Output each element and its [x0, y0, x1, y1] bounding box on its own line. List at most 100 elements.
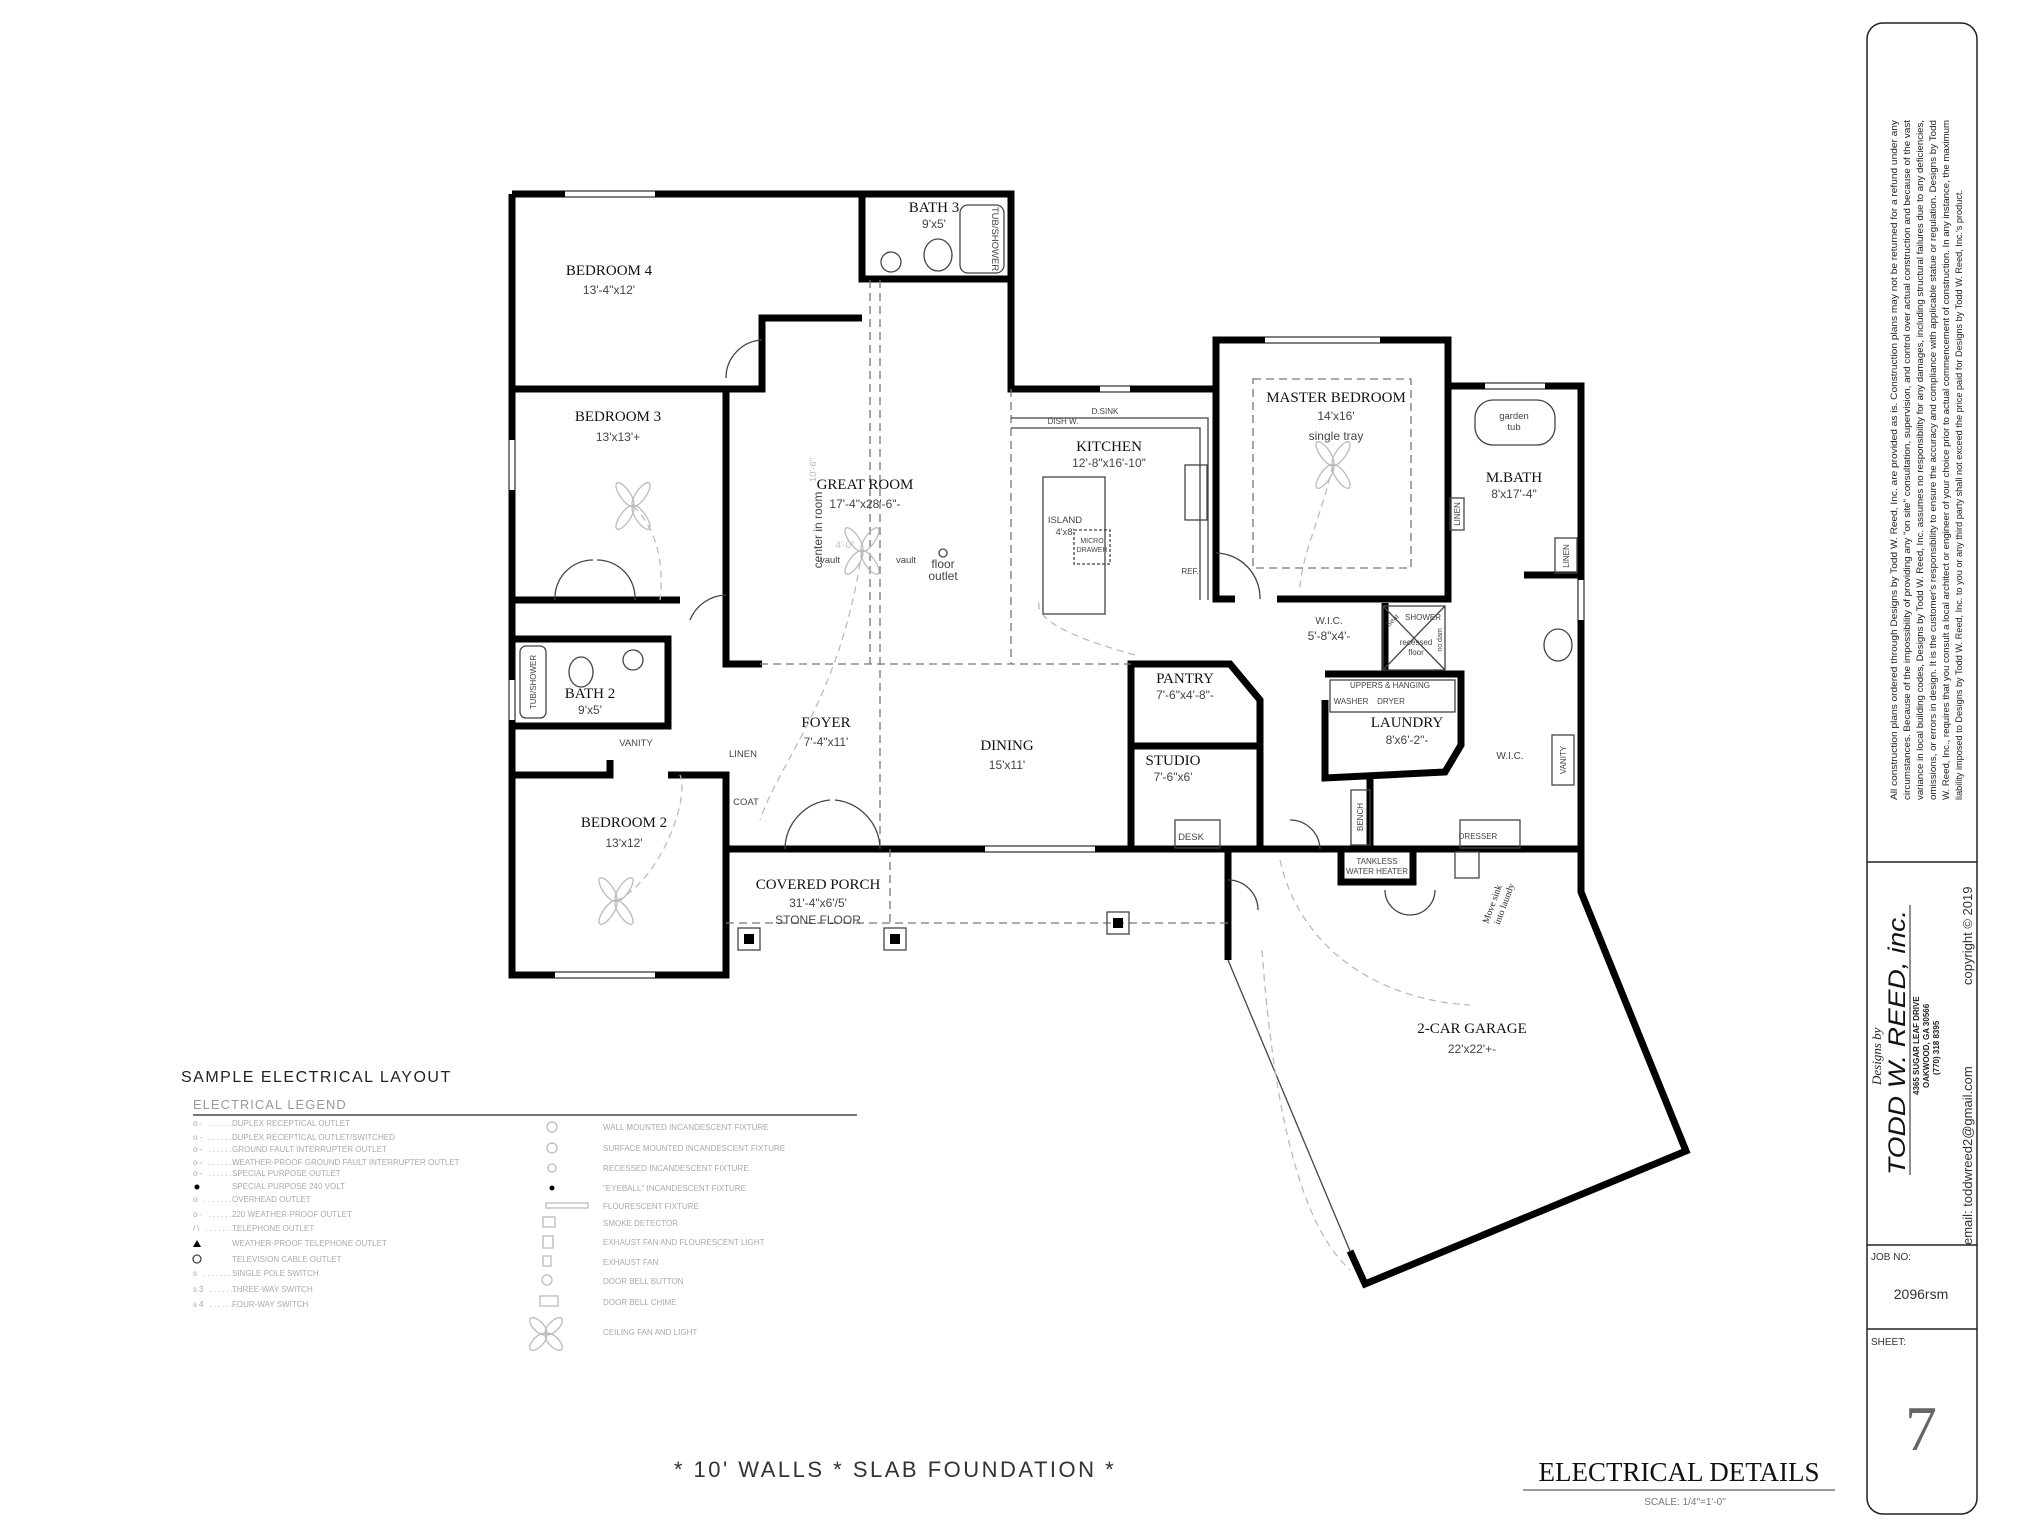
- room-dims: 12'-8"x16'-10": [1072, 456, 1146, 470]
- legend-item: SPECIAL PURPOSE 240 VOLT: [232, 1182, 345, 1191]
- room-name: W.I.C.: [1496, 751, 1523, 762]
- foundation-note: * 10' WALLS * SLAB FOUNDATION *: [674, 1457, 1116, 1482]
- job-no-label: JOB NO:: [1871, 1252, 1911, 1263]
- dsink-label: D.SINK: [1092, 407, 1119, 416]
- email: email: toddwreed2@gmail.com: [1960, 1066, 1975, 1245]
- vanity-label: VANITY: [619, 738, 653, 749]
- dryer-label: DRYER: [1377, 697, 1405, 706]
- room-dims: 13'-4"x12': [583, 283, 635, 297]
- ref-label: REF.: [1181, 567, 1198, 576]
- room-name: LAUNDRY: [1371, 715, 1444, 731]
- svg-text:o- ........: o- ........: [193, 1169, 242, 1178]
- legend-item: SPECIAL PURPOSE OUTLET: [232, 1169, 341, 1178]
- shower-note: recessed: [1400, 638, 1432, 647]
- tub-label: garden: [1499, 411, 1529, 422]
- floor-outlet-label: outlet: [928, 569, 958, 583]
- linen-label: LINEN: [729, 749, 757, 760]
- room-name: MASTER BEDROOM: [1266, 390, 1406, 406]
- shower-label: SHOWER: [1405, 613, 1441, 622]
- legend-item: SMOKE DETECTOR: [603, 1219, 678, 1228]
- room-dims: 5'-8"x4'-: [1308, 629, 1351, 643]
- legend-item: EXHAUST FAN: [603, 1258, 659, 1267]
- room-dims: 7'-4"x11': [804, 735, 849, 749]
- shower-note: no dam: [1437, 628, 1444, 652]
- fixture-label: TUB/SHOWER: [529, 655, 538, 709]
- interior-walls: [512, 194, 1581, 886]
- room-labels: BEDROOM 4 13'-4"x12' BATH 3 9'x5' TUB/SH…: [529, 200, 1571, 1056]
- bench-label: BENCH: [1356, 803, 1365, 831]
- scale-label: SCALE: 1/4"=1'-0": [1644, 1497, 1726, 1508]
- sheet-number: 7: [1905, 1393, 1937, 1464]
- room-dims: 14'x16': [1317, 409, 1354, 423]
- svg-text:o- ........: o- ........: [193, 1133, 242, 1142]
- micro-label: MICRO: [1080, 538, 1104, 545]
- svg-text:o ........: o ........: [193, 1195, 237, 1204]
- dimension-label: 10'-6": [808, 458, 819, 482]
- phone: (770) 318 8395: [1932, 1020, 1941, 1075]
- dresser-label: DRESSER: [1459, 832, 1498, 841]
- garden-tub: [1474, 399, 1556, 446]
- sheet-title: ELECTRICAL DETAILS: [1538, 1457, 1819, 1487]
- svg-text:o- ........: o- ........: [193, 1119, 242, 1128]
- tankless-label: WATER HEATER: [1346, 867, 1408, 876]
- legend-item: SURFACE MOUNTED INCANDESCENT FIXTURE: [603, 1144, 785, 1153]
- room-name: DINING: [980, 738, 1033, 754]
- tub-label: tub: [1507, 422, 1520, 433]
- windows: [509, 191, 1641, 1268]
- room-note: single tray: [1309, 429, 1364, 443]
- legend-item: GROUND FAULT INTERRUPTER OUTLET: [232, 1145, 387, 1154]
- legend-item: DOOR BELL CHIME: [603, 1298, 677, 1307]
- svg-text:s4 ........: s4 ........: [193, 1300, 243, 1309]
- room-name: FOYER: [801, 715, 850, 731]
- legend-item: WEATHER-PROOF TELEPHONE OUTLET: [232, 1239, 387, 1248]
- room-note: STONE FLOOR: [775, 913, 861, 927]
- room-name: 2-CAR GARAGE: [1417, 1021, 1527, 1037]
- room-note: center in room: [811, 492, 825, 569]
- svg-text:o- ........: o- ........: [193, 1210, 242, 1219]
- room-name: GREAT ROOM: [817, 477, 914, 493]
- room-dims: 8'x17'-4": [1491, 487, 1537, 501]
- room-name: BATH 3: [909, 200, 959, 216]
- title-block: All construction plans ordered through D…: [1866, 22, 1978, 1515]
- legend-item: DOOR BELL BUTTON: [603, 1277, 684, 1286]
- coat-label: COAT: [733, 797, 759, 808]
- legend-item: "EYEBALL" INCANDESCENT FIXTURE: [603, 1184, 746, 1193]
- bath3-tub: [959, 204, 1005, 274]
- legend-item: 220 WEATHER-PROOF OUTLET: [232, 1210, 352, 1219]
- room-dims: 17'-4"x28'-6"-: [829, 497, 900, 511]
- bath2-tub: [519, 645, 547, 719]
- address-line: OAKWOOD, GA 30566: [1922, 1003, 1931, 1088]
- room-name: PANTRY: [1156, 671, 1214, 687]
- room-name: KITCHEN: [1076, 439, 1142, 455]
- company-logo: TODD W. REED, inc.: [1884, 910, 1911, 1175]
- legend-item: THREE-WAY SWITCH: [232, 1285, 313, 1294]
- kitchen-island: [1042, 476, 1106, 615]
- ceiling-fan-icon: [529, 1317, 563, 1351]
- job-no: 2096rsm: [1894, 1286, 1948, 1302]
- legend-item: TELEPHONE OUTLET: [232, 1224, 314, 1233]
- room-dims: 22'x22'+-: [1448, 1042, 1496, 1056]
- legend-item: WALL MOUNTED INCANDESCENT FIXTURE: [603, 1123, 769, 1132]
- disclaimer-line: All construction plans ordered through D…: [1889, 119, 1899, 800]
- legend-item: EXHAUST FAN AND FLOURESCENT LIGHT: [603, 1238, 765, 1247]
- legend-title: SAMPLE ELECTRICAL LAYOUT: [181, 1069, 452, 1086]
- room-dims: 7'-6"x4'-8"-: [1156, 688, 1214, 702]
- designs-by-label: Designs by: [1869, 1027, 1884, 1086]
- legend-item: FLOURESCENT FIXTURE: [603, 1202, 699, 1211]
- svg-text:s ........: s ........: [193, 1269, 237, 1278]
- floor-outlet-icon: [938, 548, 948, 558]
- vault-label: vault: [820, 555, 840, 566]
- ceiling-fan-icons: [598, 441, 1351, 925]
- legend-heading: ELECTRICAL LEGEND: [193, 1097, 347, 1112]
- room-dims: 13'x13'+: [596, 430, 640, 444]
- dishwasher-label: DISH W.: [1048, 417, 1079, 426]
- linen-label: LINEN: [1562, 544, 1571, 568]
- room-dims: 31'-4"x6'/5': [789, 896, 847, 910]
- uppers-label: UPPERS & HANGING: [1350, 681, 1430, 690]
- doors: [554, 339, 1436, 916]
- room-name: COVERED PORCH: [756, 877, 881, 893]
- legend-item: OVERHEAD OUTLET: [232, 1195, 311, 1204]
- legend-item: SINGLE POLE SWITCH: [232, 1269, 319, 1278]
- room-name: BEDROOM 4: [566, 263, 653, 279]
